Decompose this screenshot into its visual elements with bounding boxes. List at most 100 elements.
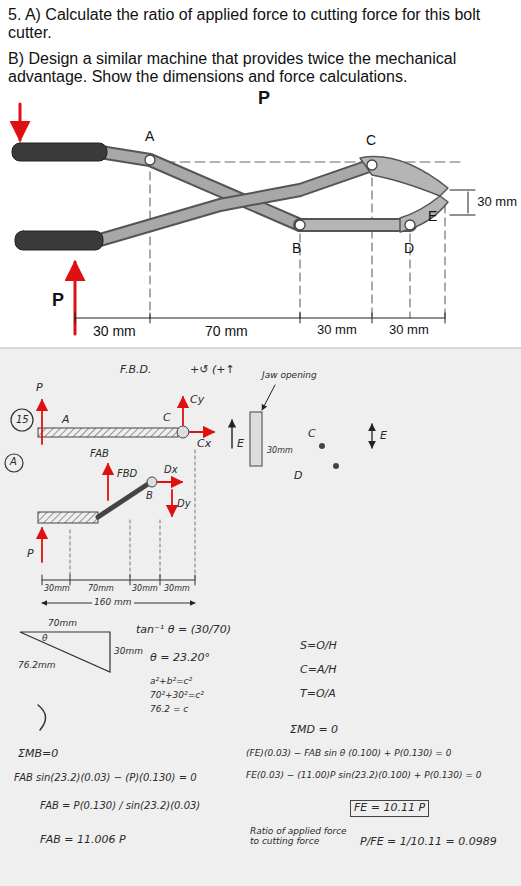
label: 70²+30²=c²: [150, 690, 204, 700]
label: S=O/H: [300, 640, 337, 653]
drawing-stroke: [11, 409, 33, 431]
drawing-stroke: [450, 190, 475, 191]
drawing-stroke: [405, 220, 415, 230]
drawing-stroke: [182, 397, 184, 425]
label: B: [292, 240, 301, 256]
drawing-stroke: [445, 313, 446, 323]
label: 30mm: [132, 584, 158, 593]
label: Dy: [177, 498, 191, 510]
label: 70mm: [48, 618, 77, 628]
bolt-cutter: [12, 104, 475, 334]
label: Dx: [164, 464, 178, 476]
label: B) Design a similar machine that provide…: [8, 50, 508, 87]
drawing-stroke: [38, 428, 178, 437]
label: 76.2mm: [18, 660, 56, 670]
label: 30mm: [114, 646, 143, 656]
label: θ = 23.20°: [150, 652, 210, 665]
drawing-stroke: [367, 160, 377, 170]
label: a²+b²=c²: [150, 676, 192, 686]
label: A: [62, 414, 70, 427]
label: 5. A) Calculate the ratio of applied for…: [8, 6, 498, 43]
label: 30mm: [164, 584, 190, 593]
label: 30 mm: [93, 323, 136, 339]
label: E: [428, 208, 437, 224]
label: P: [52, 290, 64, 311]
label: ΣMD = 0: [290, 724, 338, 737]
label: E: [380, 430, 387, 443]
label: 160 mm: [92, 597, 134, 607]
drawing-stroke: [319, 443, 325, 449]
label: FAB sin(23.2)(0.03) − (P)(0.130) = 0: [14, 772, 244, 784]
label: E: [237, 438, 244, 451]
drawing-stroke: [130, 520, 131, 578]
drawing-stroke: [150, 313, 151, 323]
label: C: [308, 428, 316, 441]
label: Cx: [197, 438, 211, 451]
label: +↺ (+↑: [190, 364, 235, 377]
drawing-stroke: [195, 450, 196, 578]
drawing-stroke: [70, 450, 195, 578]
label: 15: [16, 414, 29, 426]
label: A: [10, 456, 17, 468]
label: FE(0.03) − (11.00)P sin(23.2)(0.100) + P…: [246, 770, 516, 780]
drawing-stroke: [75, 190, 475, 323]
label: D: [294, 470, 302, 483]
drawing-stroke: [262, 385, 275, 410]
drawing-stroke: [372, 178, 373, 318]
drawing-stroke: [42, 580, 195, 581]
label: Ratio of applied force to cutting force: [250, 826, 350, 847]
drawing-stroke: [371, 424, 372, 448]
drawing-stroke: [231, 420, 232, 448]
drawing-stroke: [160, 520, 161, 578]
drawing-stroke: [19, 104, 22, 140]
drawing-stroke: [145, 155, 155, 165]
drawing-stroke: [300, 313, 301, 323]
label: 70mm: [88, 584, 114, 593]
drawing-stroke: [250, 412, 262, 466]
drawing-stroke: [195, 575, 196, 585]
drawing-stroke: [190, 431, 214, 433]
drawing-stroke: [42, 575, 43, 585]
drawing-stroke: [70, 530, 71, 578]
drawing-stroke: [74, 262, 77, 334]
drawing-stroke: [450, 215, 475, 216]
label: tan⁻¹ θ = (30/70): [136, 624, 231, 637]
drawing-stroke: [147, 477, 157, 487]
drawing-stroke: [38, 705, 46, 730]
drawing-stroke: [75, 313, 76, 323]
label: 30 mm: [477, 195, 517, 210]
label: P: [27, 548, 34, 561]
label: P/FE = 1/10.11 = 0.0989: [360, 836, 497, 849]
label: 30 mm: [317, 323, 357, 338]
free-body-diagram: [5, 385, 372, 730]
label: F.B.D.: [120, 364, 151, 377]
label: Cy: [190, 394, 204, 407]
drawing-stroke: [372, 313, 373, 323]
drawing-stroke: [160, 575, 161, 585]
label: θ: [42, 633, 48, 643]
label: 76.2 = c: [150, 704, 188, 714]
label: FAB = 11.006 P: [40, 834, 126, 847]
drawing-stroke: [130, 575, 131, 585]
label: P: [36, 382, 43, 395]
label: D: [404, 240, 414, 256]
label: 30mm: [44, 584, 70, 593]
drawing-stroke: [445, 205, 446, 318]
drawing-stroke: [70, 575, 71, 585]
drawing-stroke: [41, 400, 43, 444]
drawing-stroke: [468, 192, 469, 213]
label: ΣMB=0: [18, 748, 58, 761]
label: (FE)(0.03) − FAB sin θ (0.100) + P(0.130…: [246, 748, 516, 758]
drawing-stroke: [41, 528, 43, 562]
label: C: [366, 132, 376, 148]
label: T=O/A: [300, 688, 336, 701]
label: FE = 10.11 P: [350, 800, 429, 817]
drawing-stroke: [171, 490, 173, 516]
drawing-stroke: [12, 143, 107, 161]
label: FBD: [117, 468, 137, 480]
label: P: [258, 88, 270, 109]
drawing-stroke: [295, 220, 305, 230]
label: FAB = P(0.130) / sin(23.2)(0.03): [40, 800, 200, 812]
label: FAB: [90, 448, 109, 460]
